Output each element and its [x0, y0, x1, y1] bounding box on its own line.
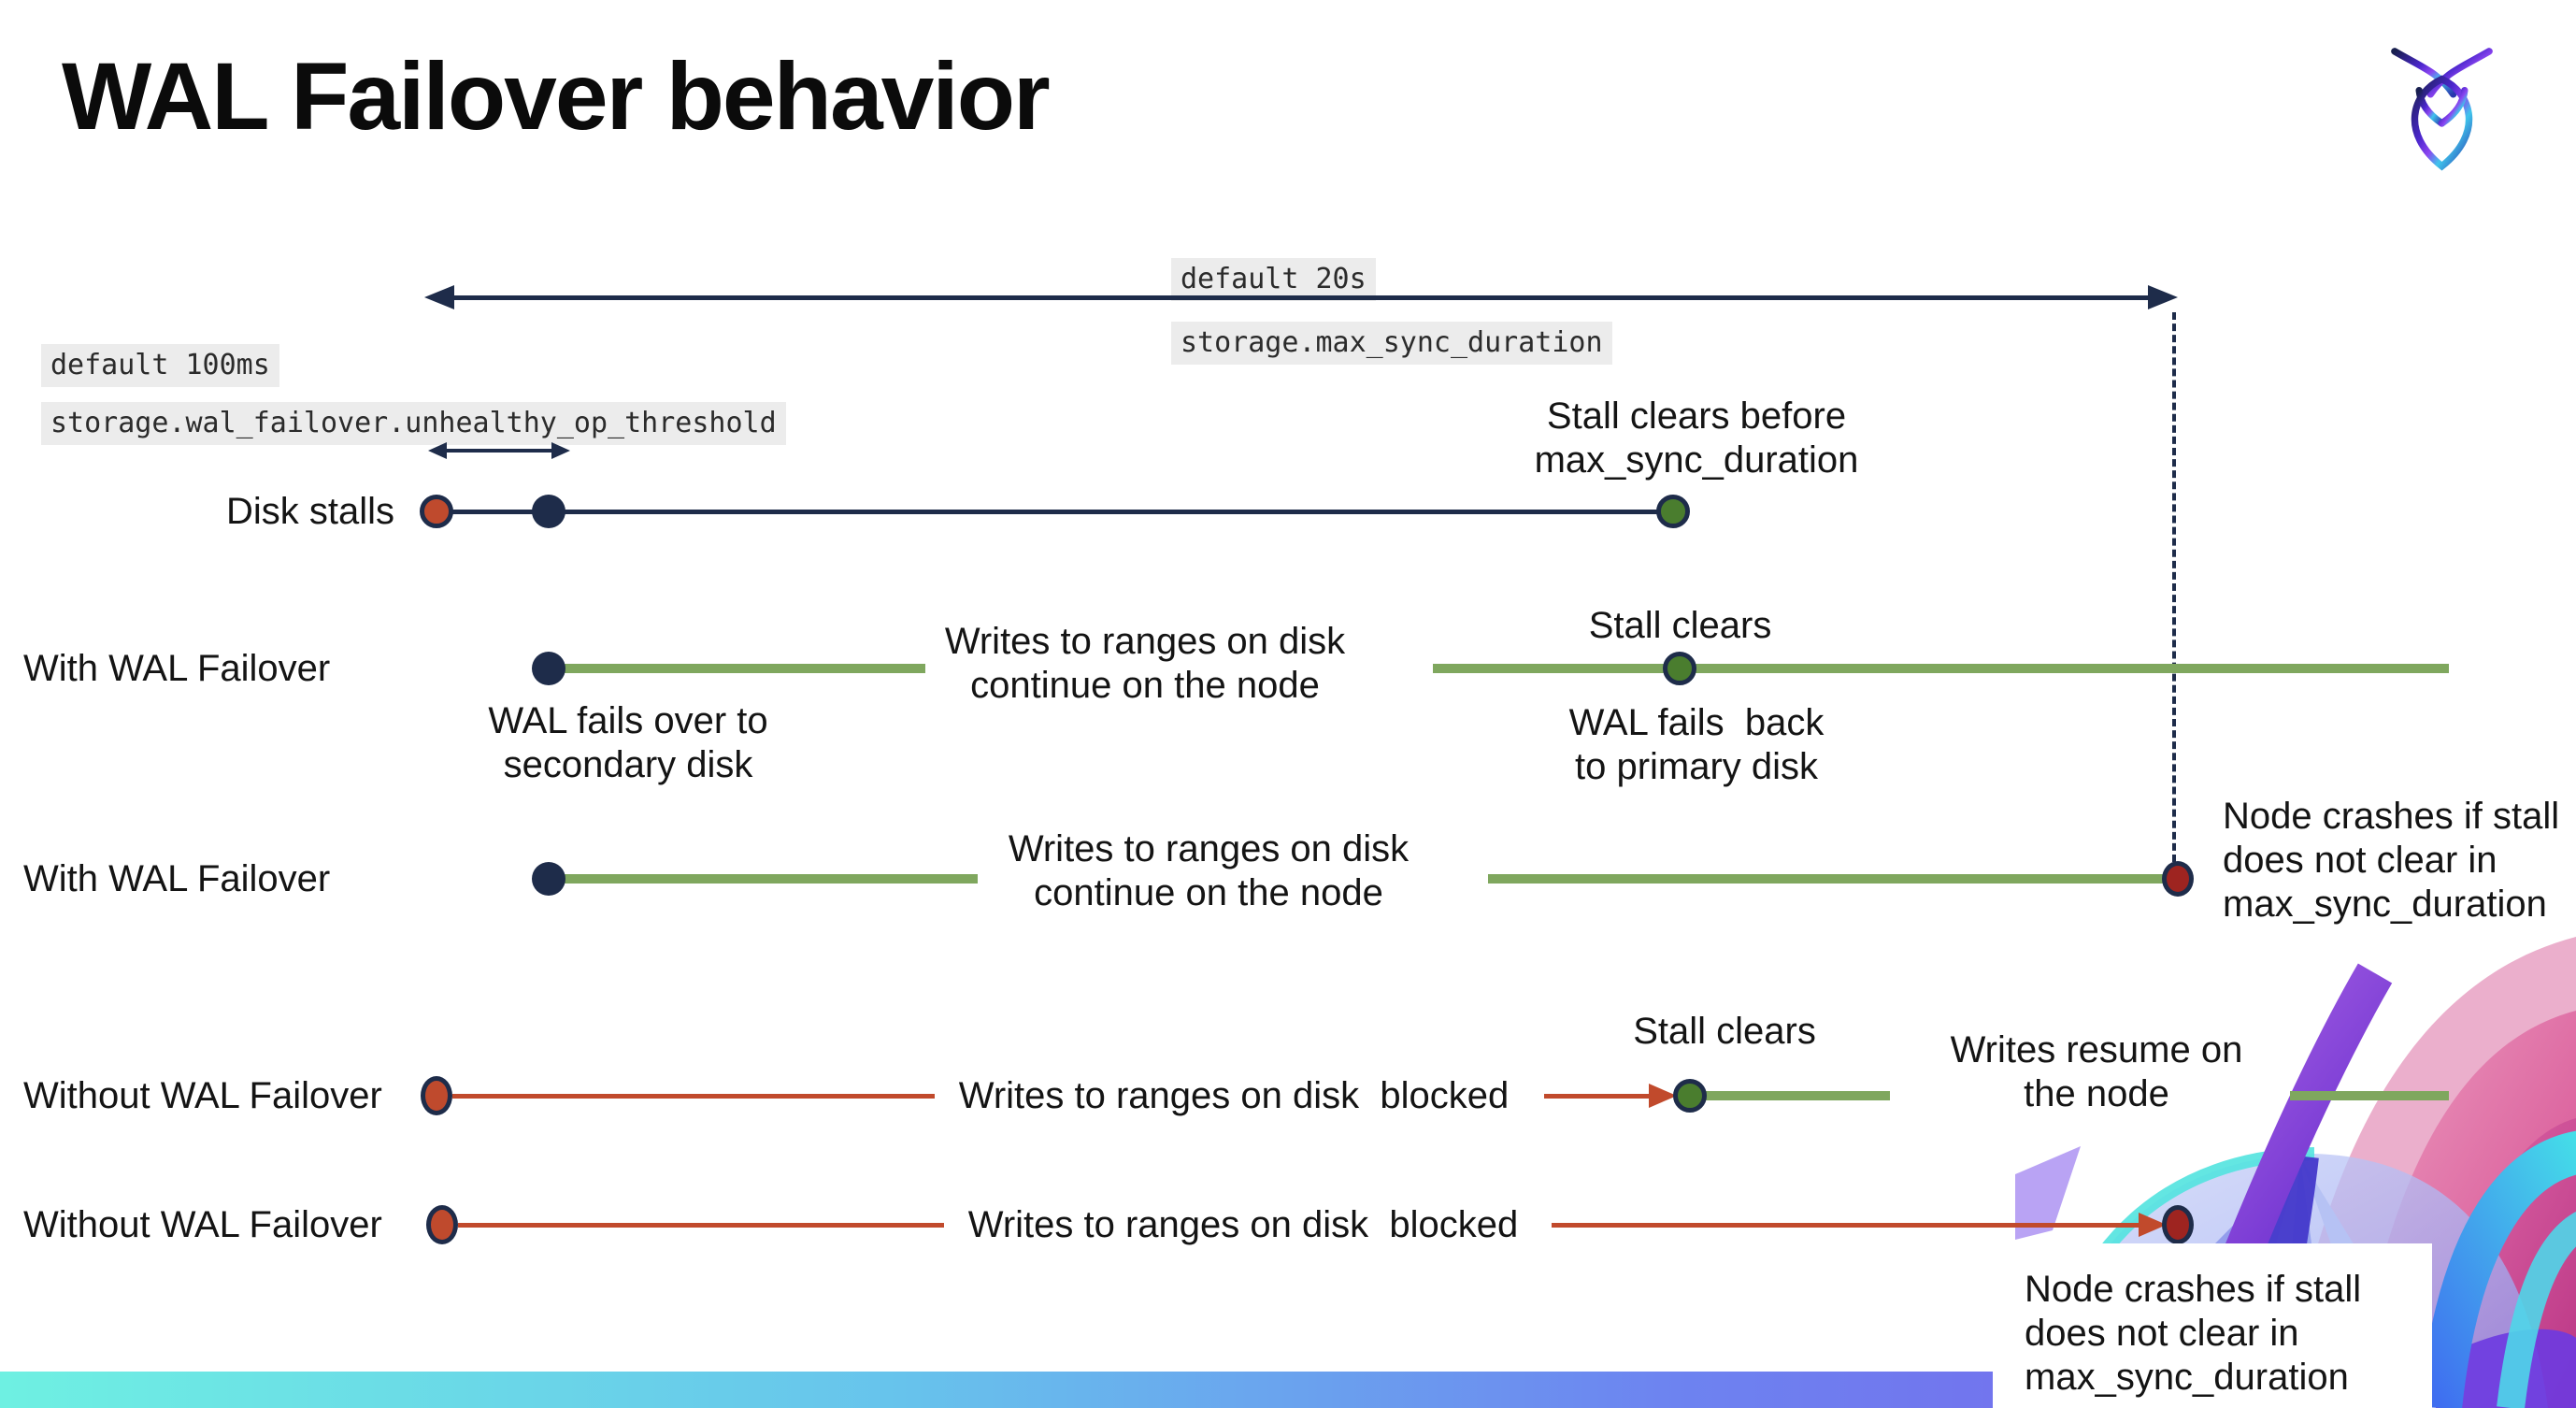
annotation-line: continue on the node	[1034, 872, 1383, 913]
stall-start-dot	[420, 495, 453, 528]
crash-dot	[2162, 1205, 2194, 1244]
row-label-with-wal-failover-2: With WAL Failover	[23, 858, 331, 899]
max-sync-dashed-drop-line	[2172, 312, 2176, 862]
annotation-line: max_sync_duration	[1534, 439, 1859, 481]
code-chip-max-sync-duration: storage.max_sync_duration	[1171, 322, 1612, 365]
annotation-line: WAL fails back	[1568, 702, 1825, 743]
code-chip-unhealthy-op-threshold: storage.wal_failover.unhealthy_op_thresh…	[41, 402, 786, 445]
threshold-arrowhead-right-icon	[551, 442, 570, 459]
annotation-line: the node	[2024, 1073, 2169, 1114]
annotation-line: Writes to ranges on disk blocked	[967, 1204, 1519, 1245]
crash-note-box: Node crashes if stall does not clear in …	[1993, 1243, 2432, 1408]
annotation-node-crashes: Node crashes if stall does not clear in …	[2223, 795, 2576, 927]
annotation-writes-continue: Writes to ranges on disk continue on the…	[994, 827, 1424, 915]
annotation-line: Node crashes if stall	[2025, 1269, 2362, 1310]
writes-resume-line	[2290, 1091, 2449, 1100]
annotation-line: Stall clears	[1633, 1011, 1816, 1052]
annotation-stall-clears-before: Stall clears before max_sync_duration	[1514, 395, 1879, 482]
writes-continue-line	[1488, 874, 2167, 884]
annotation-line: Writes to ranges on disk	[944, 621, 1346, 662]
annotation-node-crashes: Node crashes if stall does not clear in …	[2025, 1268, 2432, 1400]
annotation-line: max_sync_duration	[2025, 1357, 2349, 1398]
row-label-with-wal-failover-1: With WAL Failover	[23, 648, 331, 689]
stall-clear-dot	[1663, 652, 1696, 685]
annotation-line: continue on the node	[970, 665, 1320, 706]
annotation-line: max_sync_duration	[2223, 884, 2547, 925]
annotation-wal-fails-back: WAL fails back to primary disk	[1514, 701, 1879, 789]
art-blue-arch	[2419, 1130, 2576, 1408]
row-label-without-wal-failover-2: Without WAL Failover	[23, 1204, 382, 1245]
annotation-stall-clears: Stall clears	[1584, 1010, 1865, 1054]
annotation-line: Writes to ranges on disk blocked	[958, 1075, 1510, 1116]
annotation-stall-clears: Stall clears	[1542, 604, 1818, 648]
failover-dot	[532, 652, 565, 685]
annotation-wal-fails-over: WAL fails over to secondary disk	[446, 699, 810, 787]
annotation-writes-blocked: Writes to ranges on disk blocked	[955, 1203, 1531, 1247]
art-left-wedge	[2015, 1146, 2081, 1240]
failover-dot	[532, 862, 565, 896]
stall-clear-dot	[1656, 495, 1690, 528]
writes-blocked-line	[1552, 1223, 2150, 1228]
page-title: WAL Failover behavior	[62, 43, 1051, 150]
logo-strokes	[2391, 48, 2493, 171]
stall-clear-dot	[1673, 1079, 1707, 1113]
annotation-line: Writes resume on	[1950, 1029, 2243, 1070]
threshold-arrowhead-left-icon	[428, 442, 447, 459]
annotation-line: Writes to ranges on disk	[1008, 828, 1410, 869]
code-chip-default-20s: default 20s	[1171, 258, 1376, 301]
annotation-line: does not clear in	[2025, 1313, 2299, 1354]
writes-continue-line	[561, 874, 978, 884]
writes-continue-line	[561, 664, 925, 673]
arrowhead-left-icon	[424, 285, 454, 309]
disk-stalls-timeline	[436, 510, 1673, 514]
writes-blocked-line	[1544, 1094, 1654, 1099]
row-label-without-wal-failover-1: Without WAL Failover	[23, 1075, 382, 1116]
writes-blocked-line	[458, 1223, 944, 1228]
annotation-line: secondary disk	[503, 744, 753, 785]
annotation-writes-resume: Writes resume on the node	[1924, 1028, 2269, 1116]
annotation-line: Stall clears	[1588, 605, 1772, 646]
crash-dot	[2162, 861, 2194, 897]
annotation-line: Stall clears before	[1546, 395, 1847, 437]
annotation-writes-blocked: Writes to ranges on disk blocked	[946, 1074, 1522, 1118]
annotation-line: does not clear in	[2223, 840, 2497, 881]
annotation-line: to primary disk	[1574, 746, 1819, 787]
threshold-arrow-line	[441, 449, 559, 453]
annotation-line: WAL fails over to	[488, 700, 768, 741]
writes-resume-line	[1703, 1091, 1890, 1100]
red-arrowhead-icon	[1649, 1084, 1677, 1108]
row-label-disk-stalls: Disk stalls	[225, 491, 394, 532]
failover-threshold-dot	[532, 495, 565, 528]
cockroachdb-logo-icon	[2391, 48, 2493, 171]
writes-continue-line	[1433, 664, 2449, 673]
annotation-line: Node crashes if stall	[2223, 796, 2560, 837]
stall-start-dot	[421, 1076, 452, 1115]
stall-start-dot	[426, 1205, 458, 1244]
art-cyan-arch	[2497, 1212, 2576, 1408]
code-chip-default-100ms: default 100ms	[41, 344, 279, 387]
max-sync-duration-arrow-line	[439, 295, 2168, 300]
arrowhead-right-icon	[2148, 285, 2178, 309]
writes-blocked-line	[452, 1094, 935, 1099]
annotation-writes-continue: Writes to ranges on disk continue on the…	[930, 620, 1360, 708]
